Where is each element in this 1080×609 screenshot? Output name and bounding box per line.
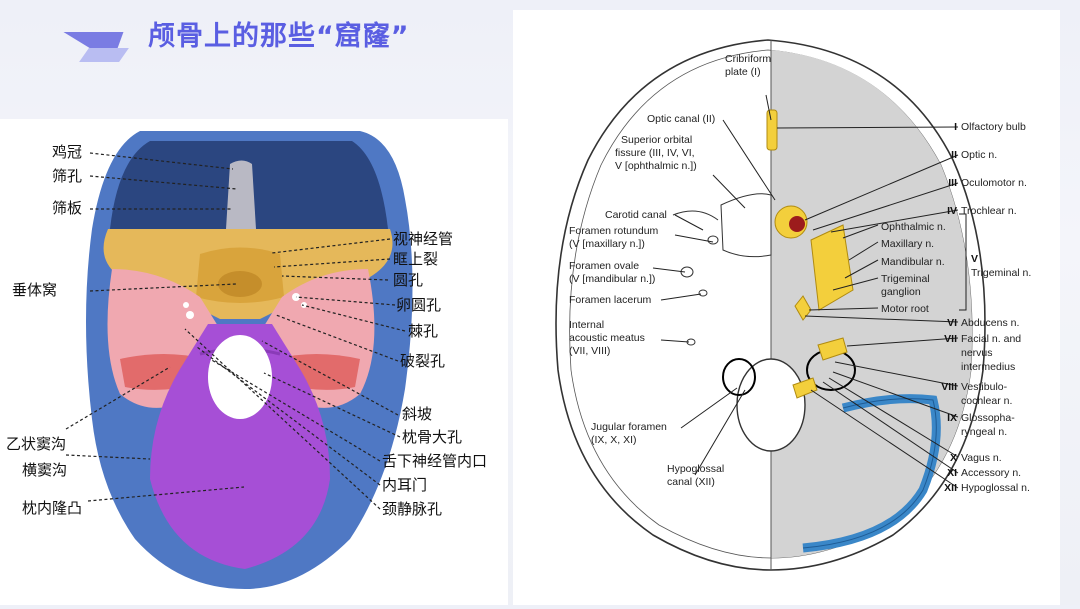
label-sigmoid-sulcus: 乙状窦沟: [6, 435, 66, 453]
nerve-vi-num: VI: [947, 317, 957, 329]
nerve-ophthalmic: Ophthalmic n.: [881, 221, 946, 233]
label-ovale-1: Foramen ovale: [569, 260, 639, 272]
label-rotundum-1: Foramen rotundum: [569, 225, 659, 237]
nerve-motor-root: Motor root: [881, 303, 929, 315]
label-iam-3: (VII, VIII): [569, 345, 610, 357]
label-hypoglossal-2: canal (XII): [667, 476, 715, 488]
nerve-iii-num: III: [948, 177, 957, 189]
nerve-ix-1: Glossopha-: [961, 412, 1015, 424]
nerve-iv-num: IV: [947, 205, 957, 217]
nerve-viii-num: VIII: [941, 381, 957, 393]
label-foramen-lacerum: 破裂孔: [400, 352, 445, 370]
label-superior-orbital-fissure: 眶上裂: [393, 250, 438, 268]
nerve-xii-num: XII: [944, 482, 957, 494]
nerve-vi: Abducens n.: [961, 317, 1019, 329]
label-carotid-canal: Carotid canal: [605, 209, 667, 221]
label-iam-2: acoustic meatus: [569, 332, 645, 344]
label-foramen-magnum: 枕骨大孔: [402, 428, 462, 446]
label-jugular-1: Jugular foramen: [591, 421, 667, 433]
nerve-v: Trigeminal n.: [971, 267, 1031, 279]
label-iam-1: Internal: [569, 319, 604, 331]
nerve-mandibular: Mandibular n.: [881, 256, 945, 268]
label-lacerum: Foramen lacerum: [569, 294, 652, 306]
nerve-trigeminal-ganglion-1: Trigeminal: [881, 273, 930, 285]
label-cribriform-plate: 筛板: [52, 199, 82, 217]
nerve-i-num: I: [954, 121, 957, 133]
label-cribriform-1: Cribriform: [725, 53, 771, 65]
label-foramen-rotundum: 圆孔: [393, 271, 423, 289]
nerve-viii-1: Vestibulo-: [961, 381, 1008, 393]
nerve-trigeminal-ganglion-2: ganglion: [881, 286, 921, 298]
right-skull-figure: Cribriform plate (I) Optic canal (II) Su…: [513, 10, 1060, 605]
label-optic-canal-en: Optic canal (II): [647, 113, 715, 125]
nerve-x-num: X: [950, 452, 957, 464]
label-crista-galli: 鸡冠: [52, 143, 82, 161]
label-internal-acoustic-meatus: 内耳门: [382, 476, 427, 494]
nerve-iv: Trochlear n.: [961, 205, 1017, 217]
label-optic-canal: 视神经管: [393, 230, 453, 248]
label-sof-1: Superior orbital: [621, 134, 692, 146]
nerve-i: Olfactory bulb: [961, 121, 1026, 133]
nerve-vii-1: Facial n. and: [961, 333, 1021, 345]
skull-base-line-svg: Cribriform plate (I) Optic canal (II) Su…: [513, 10, 1060, 605]
nerve-vii-3: intermedius: [961, 361, 1015, 373]
left-skull-figure: 鸡冠 筛孔 筛板 垂体窝 视神经管 眶上裂 圆孔 卵圆孔 棘孔 破裂孔 斜坡 枕…: [0, 119, 508, 605]
label-cribriform-2: plate (I): [725, 66, 761, 78]
nerve-x: Vagus n.: [961, 452, 1002, 464]
nerve-viii-2: cochlear n.: [961, 395, 1012, 407]
skull-base-colored-svg: 鸡冠 筛孔 筛板 垂体窝 视神经管 眶上裂 圆孔 卵圆孔 棘孔 破裂孔 斜坡 枕…: [0, 119, 508, 605]
label-rotundum-2: (V [maxillary n.]): [569, 238, 645, 250]
label-transverse-sulcus: 横窦沟: [22, 461, 67, 479]
nerve-vii-num: VII: [944, 333, 957, 345]
label-foramen-ovale: 卵圆孔: [396, 296, 441, 314]
label-sof-2: fissure (III, IV, VI,: [615, 147, 695, 159]
title-decoration-accent: [79, 48, 129, 62]
label-jugular-2: (IX, X, XI): [591, 434, 637, 446]
nerve-vii-2: nervus: [961, 347, 993, 359]
label-hypoglossal-1: Hypoglossal: [667, 463, 724, 475]
label-hypoglossal-canal: 舌下神经管内口: [382, 452, 487, 470]
label-pituitary-fossa: 垂体窝: [12, 281, 57, 299]
nerve-xii: Hypoglossal n.: [961, 482, 1030, 494]
label-cribriform-foramina: 筛孔: [52, 167, 82, 185]
nerve-iii: Oculomotor n.: [961, 177, 1027, 189]
slide-title: 颅骨上的那些“窟窿”: [148, 21, 410, 52]
nerve-ix-2: ryngeal n.: [961, 426, 1007, 438]
nerve-ix-num: IX: [947, 412, 957, 424]
label-foramen-spinosum: 棘孔: [408, 322, 438, 340]
nerve-xi-num: XI: [947, 467, 957, 479]
label-clivus: 斜坡: [402, 405, 432, 423]
nerve-v-num: V: [971, 253, 978, 265]
nerve-ii-num: II: [951, 149, 957, 161]
nerve-maxillary: Maxillary n.: [881, 238, 934, 250]
label-sof-3: V [ophthalmic n.]): [615, 160, 697, 172]
label-jugular-foramen: 颈静脉孔: [382, 500, 442, 518]
label-internal-occipital-protuberance: 枕内隆凸: [22, 499, 82, 517]
nerve-xi: Accessory n.: [961, 467, 1021, 479]
nerve-ii: Optic n.: [961, 149, 997, 161]
label-ovale-2: (V [mandibular n.]): [569, 273, 655, 285]
